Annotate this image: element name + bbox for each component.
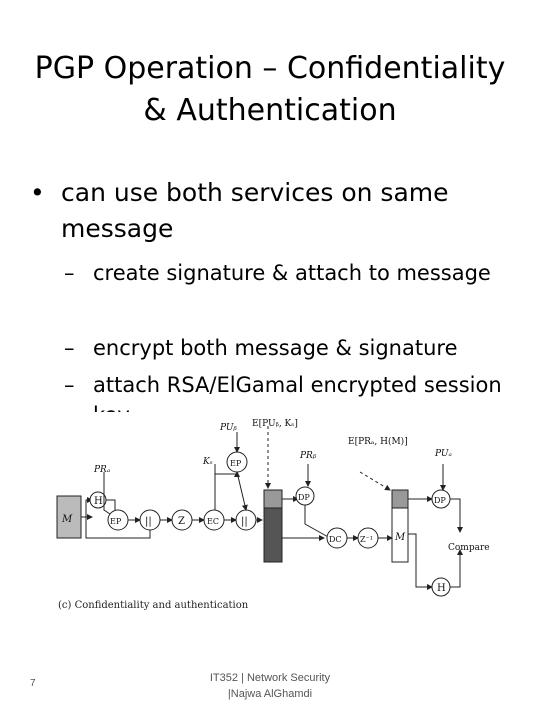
label-h-right: H — [437, 583, 446, 594]
sub-bullet-dash: – — [64, 336, 75, 360]
slide-title: PGP Operation – Confidentiality & Authen… — [34, 51, 506, 128]
label-z-inv: Z⁻¹ — [360, 535, 373, 544]
label-concat: || — [145, 516, 152, 527]
label-compare: Compare — [448, 543, 490, 553]
label-pra: PRₐ — [93, 465, 110, 475]
sub-bullet-encrypt: – encrypt both message & signature — [64, 333, 524, 363]
pgp-diagram: M H EP || Z EC || EP PRₐ PUᵦ Kₛ E[PUᵦ, K… — [40, 412, 510, 622]
label-e-pra-h: E[PRₐ, H(M)] — [348, 436, 408, 447]
sub-bullet-signature: – create signature & attach to message — [64, 258, 524, 318]
label-ec: EC — [207, 517, 219, 526]
label-ep: EP — [110, 517, 122, 526]
pgp-flow-svg: M H EP || Z EC || EP PRₐ PUᵦ Kₛ E[PUᵦ, K… — [56, 419, 490, 597]
label-prb: PRᵦ — [299, 451, 317, 461]
sub-bullet-dash: – — [64, 261, 75, 285]
bullet-text: can use both services on same message — [61, 178, 449, 243]
label-z: Z — [178, 516, 185, 527]
label-concat-2: || — [241, 516, 248, 527]
footer-credit: IT352 | Network Security |Najwa AlGhamdi — [180, 670, 360, 702]
label-ep-top: EP — [230, 459, 242, 468]
sub-bullet-text: create signature & attach to message — [93, 261, 491, 285]
label-dp: DP — [298, 493, 310, 502]
label-ks: Kₛ — [202, 457, 213, 467]
label-dp-right: DP — [434, 496, 446, 505]
bullet-symbol: • — [30, 178, 45, 207]
label-pua: PUₐ — [434, 449, 452, 459]
label-pub: PUᵦ — [219, 423, 237, 433]
sub-bullet-dash: – — [64, 373, 75, 397]
label-h: H — [94, 496, 103, 507]
label-e-pub-ks: E[PUᵦ, Kₛ] — [252, 419, 298, 429]
label-m-right: M — [394, 532, 406, 543]
footer-course: IT352 | Network Security — [209, 672, 331, 684]
diagram-caption: (c) Confidentiality and authentication — [58, 600, 249, 611]
slide-number: 7 — [30, 678, 36, 689]
footer-author: |Najwa AlGhamdi — [227, 688, 313, 700]
label-m: M — [61, 514, 73, 525]
sub-bullet-text: encrypt both message & signature — [93, 336, 458, 360]
label-dc: DC — [329, 535, 342, 544]
